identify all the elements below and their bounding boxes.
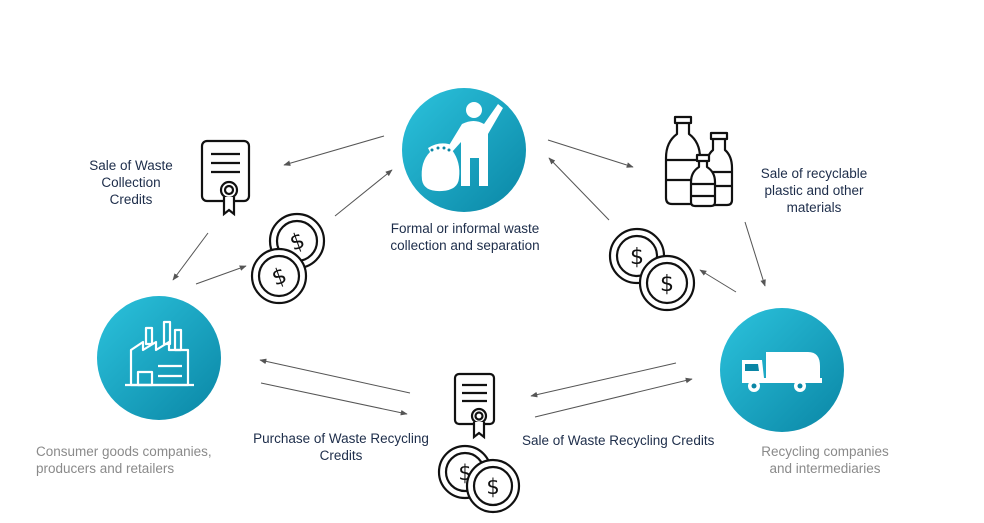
- recyclable-sale-label: Sale of recyclable plastic and other mat…: [750, 165, 878, 216]
- recycling-label-line: Recycling companies: [761, 444, 889, 459]
- arrow: [547, 139, 634, 168]
- arrow: [172, 232, 209, 281]
- arrow: [699, 269, 737, 293]
- arrow: [548, 157, 610, 221]
- purchase-credits-label-line: Credits: [319, 448, 363, 463]
- collection-credits-label-line: Collection: [101, 175, 161, 190]
- coins-icon: $ $: [608, 227, 696, 312]
- consumer-node: [97, 296, 221, 420]
- sale-credits-label-text: Sale of Waste Recycling Credits: [522, 433, 715, 448]
- collection-label-line: collection and separation: [390, 238, 540, 253]
- recycling-label-line: and intermediaries: [769, 461, 881, 476]
- arrow: [744, 221, 766, 287]
- sale-credits-label: Sale of Waste Recycling Credits: [522, 432, 714, 449]
- arrow: [283, 135, 385, 166]
- plastic-bottles-icon: [664, 115, 734, 208]
- arrow: [195, 265, 247, 285]
- factory-icon: [125, 320, 194, 387]
- collection-label-line: Formal or informal waste: [390, 221, 540, 236]
- collection-credits-label-line: Credits: [109, 192, 153, 207]
- person-with-sack-icon: [421, 102, 503, 192]
- sack-texture: [430, 146, 451, 152]
- arrow: [259, 358, 411, 394]
- purchase-credits-label-line: Purchase of Waste Recycling: [253, 431, 429, 446]
- collection-node: [402, 88, 526, 212]
- arrow: [334, 169, 393, 217]
- coins-icon: $ $: [250, 212, 326, 305]
- flow-arrows: [172, 135, 766, 418]
- collection-credits-label: Sale of Waste Collection Credits: [76, 157, 186, 208]
- svg-text:$: $: [486, 475, 499, 499]
- recyclable-sale-label-line: Sale of recyclable: [760, 166, 868, 181]
- svg-text:$: $: [630, 245, 644, 270]
- recycling-label: Recycling companies and intermediaries: [745, 443, 905, 477]
- collection-credits-label-line: Sale of Waste: [89, 158, 173, 173]
- collection-label: Formal or informal waste collection and …: [370, 220, 560, 254]
- svg-text:$: $: [660, 272, 674, 297]
- consumer-circle: [97, 296, 221, 420]
- arrow: [530, 362, 677, 398]
- recyclable-sale-label-line: plastic and other: [764, 183, 864, 198]
- consumer-label-line: Consumer goods companies,: [36, 444, 212, 459]
- recycling-node: [720, 308, 844, 432]
- arrow: [260, 382, 408, 416]
- certificate-icon: [453, 372, 496, 440]
- coins-icon: $ $: [437, 444, 521, 514]
- certificate-icon: [200, 139, 251, 217]
- recyclable-sale-label-line: materials: [786, 200, 842, 215]
- consumer-label: Consumer goods companies, producers and …: [36, 443, 212, 477]
- consumer-label-line: producers and retailers: [36, 461, 175, 476]
- purchase-credits-label: Purchase of Waste Recycling Credits: [236, 430, 446, 464]
- arrow: [534, 377, 693, 418]
- garbage-truck-icon: [742, 352, 822, 392]
